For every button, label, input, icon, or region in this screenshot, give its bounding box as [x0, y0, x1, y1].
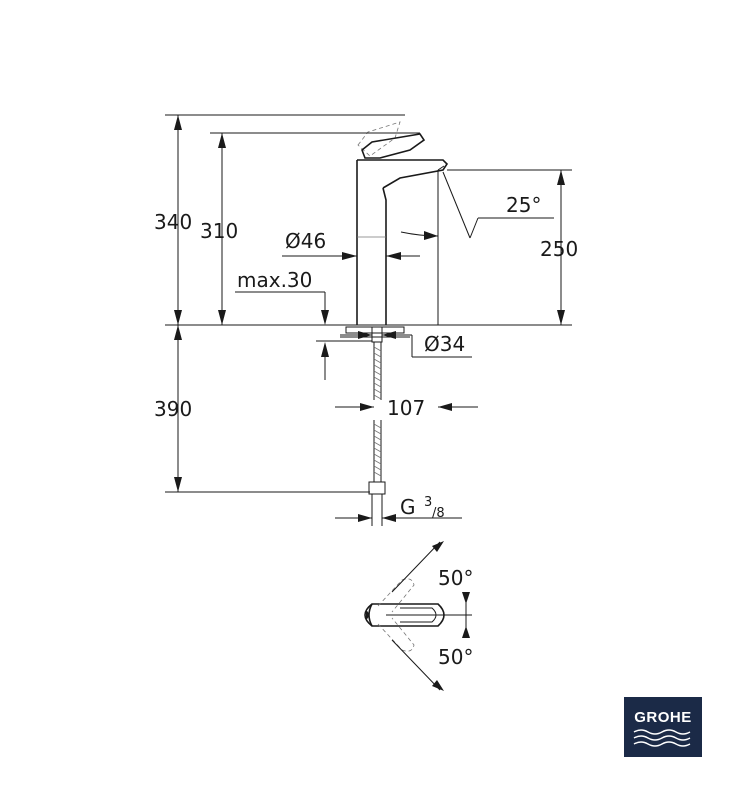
- counter-top: [165, 324, 572, 526]
- label-max-30: max.30: [237, 268, 312, 292]
- label-107: 107: [387, 396, 425, 420]
- logo-wordmark: GROHE: [634, 709, 692, 726]
- dimension-310: 310: [200, 132, 420, 325]
- dimension-390: 390: [154, 325, 370, 493]
- faucet-side-view: [356, 121, 449, 325]
- dimension-340: 340: [154, 114, 405, 325]
- wave-icon: [633, 729, 691, 735]
- label-340: 340: [154, 210, 192, 234]
- dimension-dia-34: Ø34: [340, 331, 472, 358]
- label-angle-50-bottom: 50°: [438, 645, 473, 669]
- dimension-dia-46: Ø46: [282, 229, 420, 260]
- dimension-angle-25: 25°: [400, 170, 554, 325]
- logo-background: [624, 697, 702, 757]
- label-390: 390: [154, 397, 192, 421]
- dimension-thread-g38: G 3 /8: [335, 495, 462, 522]
- label-angle-50-top: 50°: [438, 566, 473, 590]
- label-thread-g: G: [400, 495, 416, 519]
- grohe-logo: GROHE: [624, 697, 702, 757]
- dimension-107: 107: [335, 396, 478, 420]
- label-thread-num: 3: [424, 495, 432, 510]
- label-dia-46: Ø46: [285, 229, 326, 253]
- handle-top-view: 50° 50°: [364, 541, 473, 691]
- label-dia-34: Ø34: [424, 332, 465, 356]
- label-angle-25: 25°: [506, 193, 541, 217]
- dimension-max-30: max.30: [235, 268, 372, 380]
- label-thread-den: /8: [432, 506, 445, 521]
- label-250: 250: [540, 237, 578, 261]
- dimension-250: 250: [447, 169, 578, 325]
- label-310: 310: [200, 219, 238, 243]
